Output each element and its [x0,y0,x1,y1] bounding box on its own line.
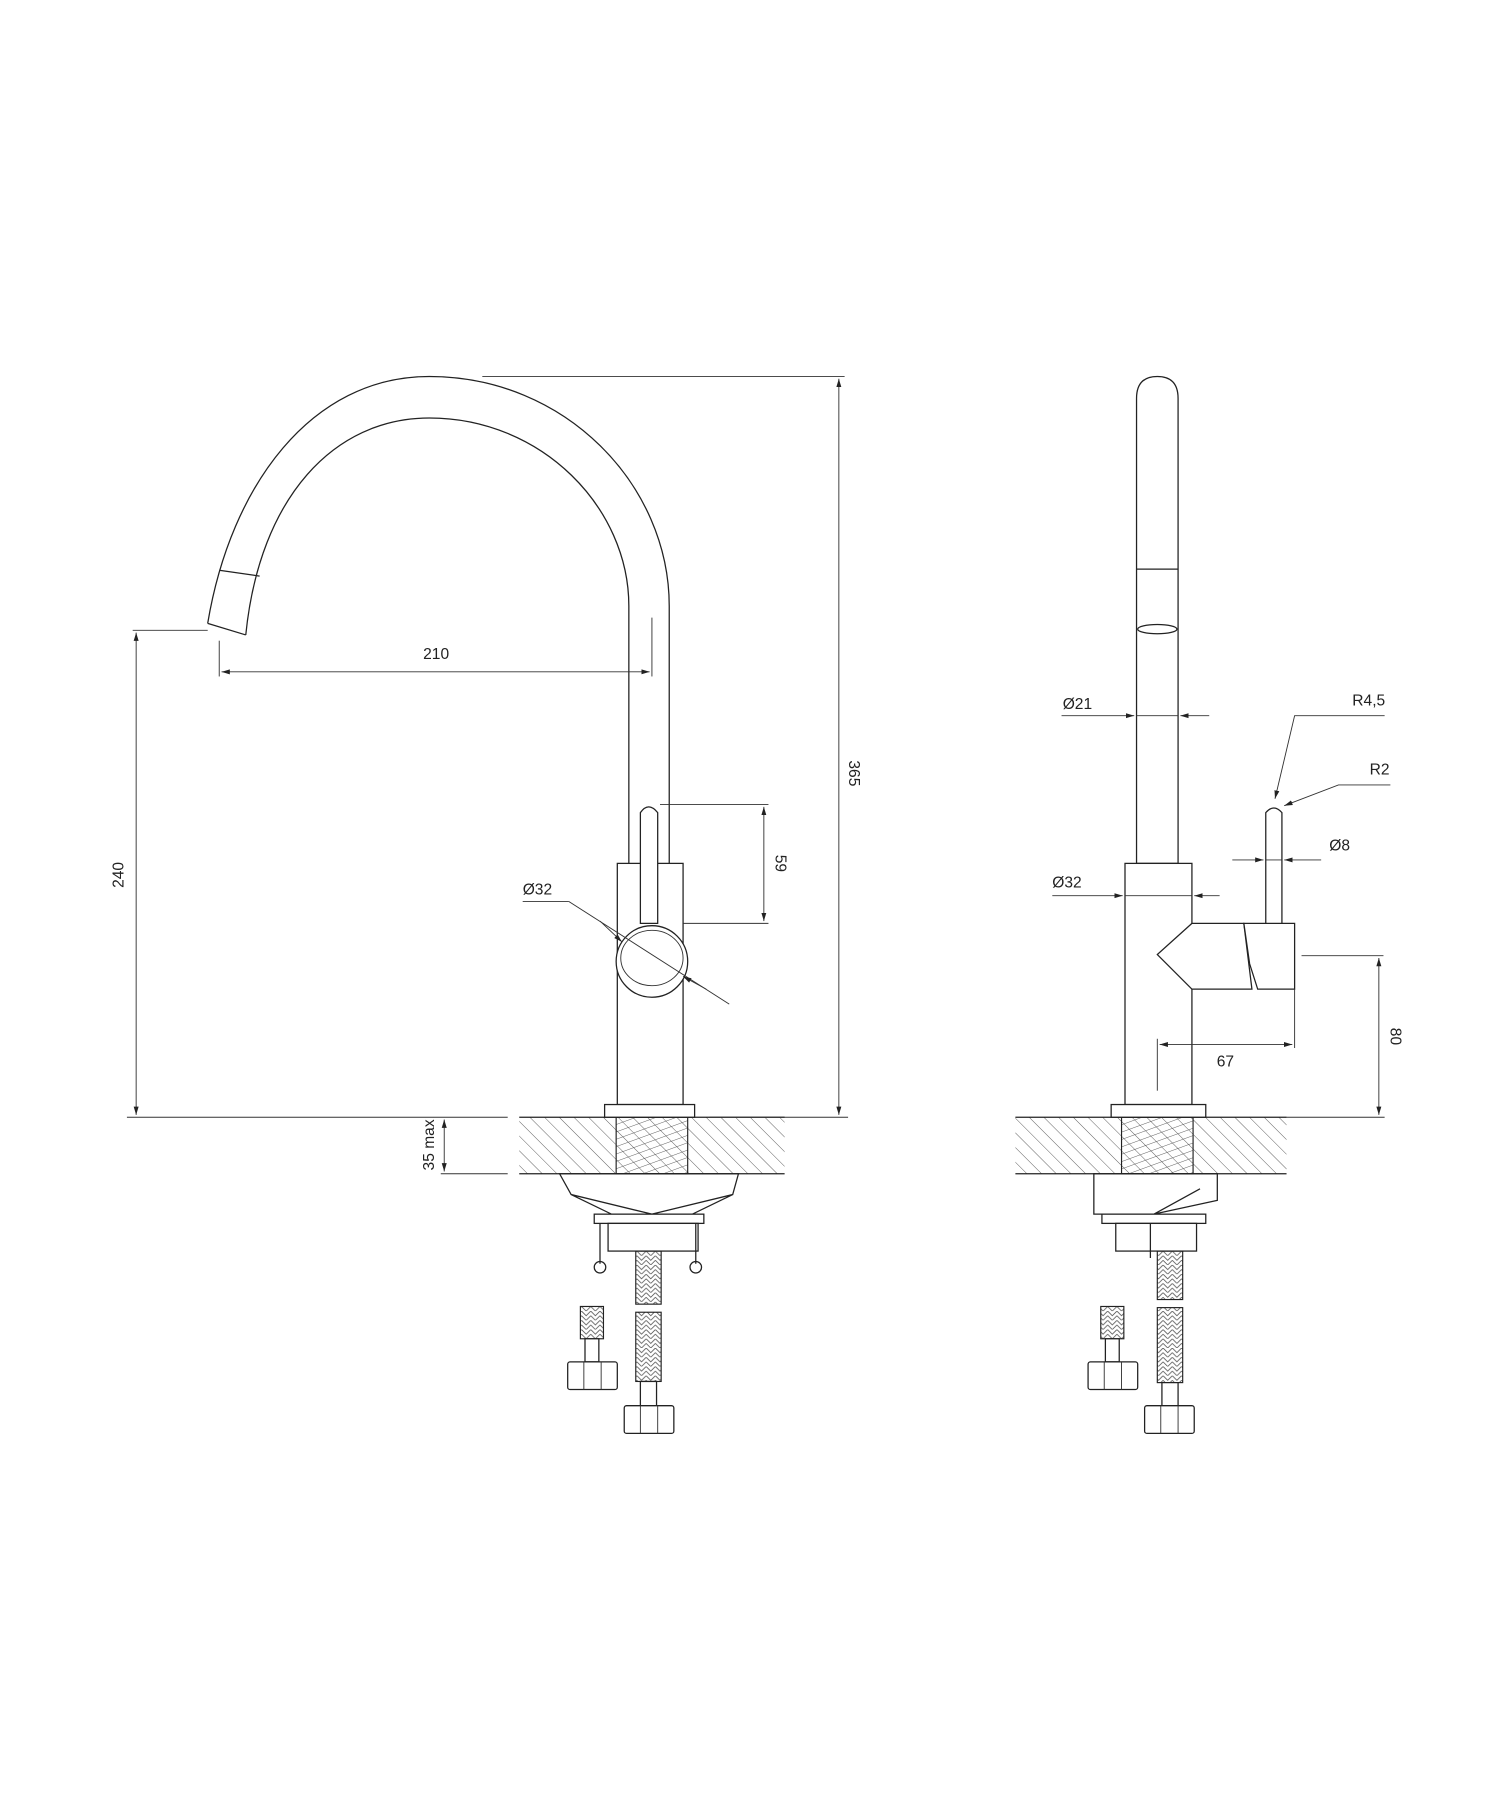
hose-nut-front-1 [623,1405,675,1435]
leader-r45 [1274,715,1385,799]
dim-label-240: 240 [110,862,127,888]
dim-label-r2: R2 [1370,762,1390,779]
dim-label-67: 67 [1217,1053,1234,1070]
dim-label-80: 80 [1386,1028,1403,1046]
lever-front [639,806,659,925]
dim-label-diameter-32-side: Ø32 [1052,875,1081,892]
mounting-nut-side [1093,1173,1218,1215]
aerator-side [1137,623,1178,635]
shank-front [607,1222,699,1252]
dim-label-365: 365 [845,760,862,786]
hose-nut-front-2 [567,1361,618,1391]
base-cap-side [1110,1103,1207,1118]
dim-label-59: 59 [771,855,788,872]
threaded-shank-side [1120,1116,1194,1175]
front-view: 365 240 210 59 Ø32 35 max [110,375,862,1435]
lever-side [1265,807,1283,925]
dim-label-210: 210 [423,646,449,663]
hose-front-secondary [579,1305,605,1340]
faucet-body-side [1124,862,1193,1106]
side-view: Ø21 Ø32 Ø8 R4,5 R2 80 67 [1015,375,1403,1435]
dim-label-r45: R4,5 [1352,692,1385,709]
dim-label-diameter-32-front: Ø32 [523,882,552,899]
handle-knob-front [615,925,689,998]
hose-nut-side-2 [1087,1361,1139,1391]
leader-r2 [1284,784,1391,807]
dim-label-diameter-21: Ø21 [1063,696,1092,713]
shank-side [1115,1222,1198,1252]
handle-side [1156,922,1253,990]
mounting-nut-front [558,1173,740,1215]
hose-side-secondary [1100,1305,1125,1340]
hose-nut-side-1 [1143,1405,1195,1435]
hose-side-main [1156,1250,1184,1301]
spout-side [1135,375,1179,865]
hose-front-main [635,1250,662,1305]
dim-label-diameter-8: Ø8 [1329,838,1350,855]
dim-label-35max: 35 max [421,1119,438,1170]
threaded-shank-front [615,1116,689,1175]
base-cap-front [603,1103,696,1118]
spout-front [207,375,670,864]
